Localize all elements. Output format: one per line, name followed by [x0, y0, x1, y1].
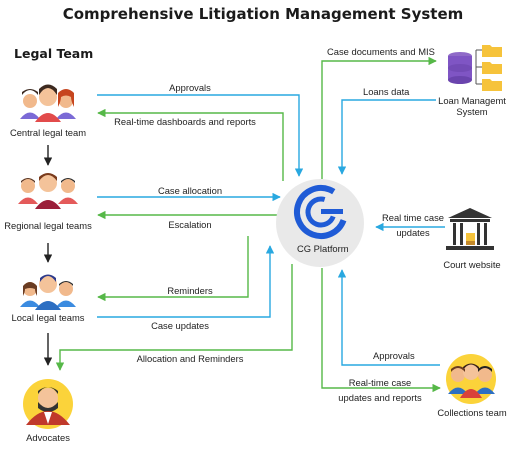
label-allocation-reminders: Allocation and Reminders	[136, 353, 244, 364]
court-icon	[446, 208, 494, 250]
edge-allocation-reminders	[55, 264, 293, 371]
label-dashboards: Real-time dashboards and reports	[114, 116, 256, 127]
label-case-updates: Case updates	[151, 320, 209, 331]
edge-loans-data	[337, 99, 436, 175]
label-escalation: Escalation	[168, 219, 212, 230]
label-collections-updates-2: updates and reports	[338, 392, 422, 403]
label-court-updates-2: updates	[396, 227, 430, 238]
regional-teams-icon	[18, 173, 78, 209]
edge-dashboards	[97, 108, 284, 181]
node-advocates-label: Advocates	[26, 432, 70, 443]
edge-reminders	[97, 236, 249, 302]
edge-approvals-collections	[337, 269, 440, 366]
label-case-docs: Case documents and MIS	[327, 46, 435, 57]
edge-collections-updates	[321, 268, 441, 393]
node-local-label: Local legal teams	[11, 312, 85, 323]
loan-system-icon	[448, 45, 502, 91]
node-loan-label-2: System	[456, 106, 488, 117]
label-loans-data: Loans data	[363, 86, 410, 97]
node-regional-label: Regional legal teams	[4, 220, 92, 231]
local-teams-icon	[20, 274, 76, 310]
advocates-icon	[23, 379, 73, 429]
collections-team-icon	[446, 354, 496, 404]
node-central-label: Central legal team	[9, 127, 87, 138]
label-reminders: Reminders	[167, 285, 213, 296]
node-loan-label-1: Loan Managemt	[438, 95, 506, 106]
label-case-allocation: Case allocation	[157, 185, 223, 196]
legal-team-heading: Legal Team	[14, 46, 94, 61]
node-court-label: Court website	[443, 259, 501, 270]
hub-label: CG Platform	[297, 243, 349, 254]
label-approvals-central: Approvals	[169, 82, 211, 93]
edge-case-docs	[321, 56, 437, 179]
node-collections-label: Collections team	[437, 407, 507, 418]
central-team-icon	[20, 84, 76, 122]
label-court-updates-1: Real time case	[381, 212, 444, 223]
diagram-title: Comprehensive Litigation Management Syst…	[62, 5, 464, 23]
edge-case-updates	[97, 245, 275, 318]
edge-approvals-central	[97, 94, 304, 177]
cg-platform-logo	[294, 185, 348, 239]
label-approvals-collections: Approvals	[373, 350, 415, 361]
label-collections-updates-1: Real-time case	[348, 377, 412, 388]
cg-platform-hub	[276, 179, 364, 267]
